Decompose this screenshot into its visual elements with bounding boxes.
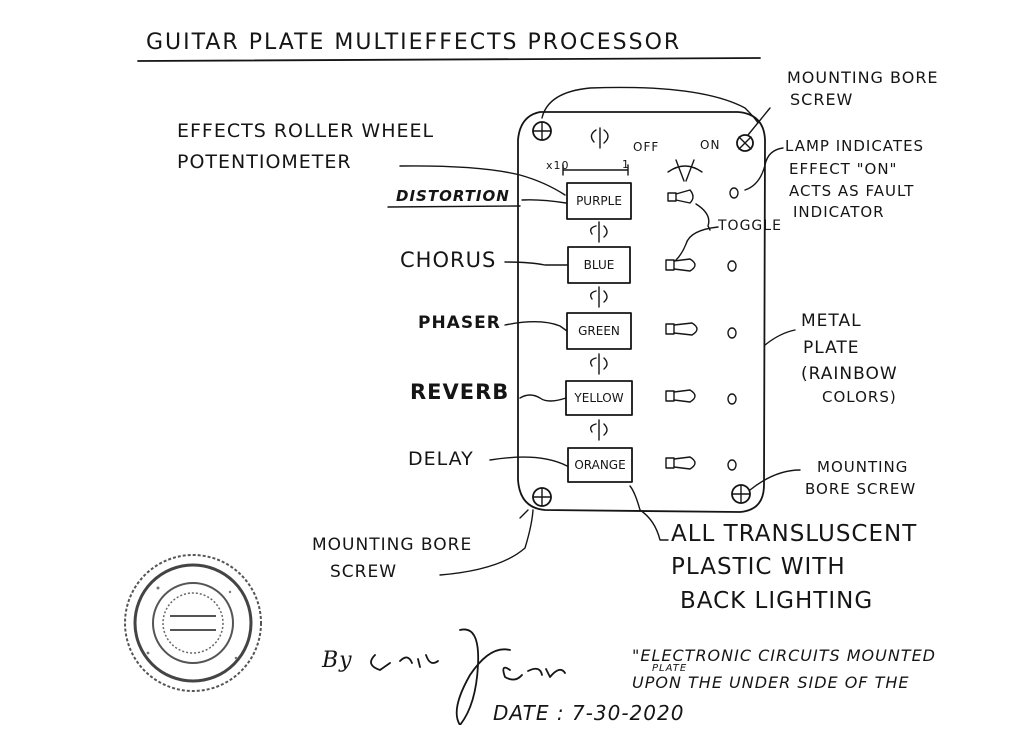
label-off: OFF [633,140,660,154]
leader-lamp [744,147,784,191]
effect-name-chorus: CHORUS [400,248,497,272]
toggle-switch [665,389,696,403]
scale-line [562,164,629,176]
rotation-symbol [589,221,608,243]
toggle-switch [665,258,696,272]
lamp-indicator [727,393,737,405]
screw-top-right [736,134,754,152]
label-translucent-line2: PLASTIC WITH [671,554,846,580]
leader-metal-plate [764,329,796,346]
toggle-switch [667,189,694,204]
label-roller-wheel-line2: POTENTIOMETER [177,151,352,173]
label-scale-right: 1 [622,158,630,171]
page-title: GUITAR PLATE MULTIEFFECTS PROCESSOR [146,30,682,55]
leader-reverb [519,394,567,402]
leader-mounting-bottom-left [439,509,534,576]
effect-name-distortion: DISTORTION [396,187,510,205]
effect-name-delay: DELAY [408,448,474,470]
label-circuits-plate: PLATE [652,663,688,674]
label-circuits-line1: "ELECTRONIC CIRCUITS MOUNTED [632,646,936,665]
label-metal-plate-line2: PLATE [803,338,860,358]
label-on: ON [700,138,721,152]
label-mounting-right-line2: BORE SCREW [805,480,917,498]
leader-bottom-screw-tick [519,509,529,519]
screw-bottom-right [731,484,751,504]
screw-top-left [532,121,552,141]
wheel-color-purple: PURPLE [576,194,622,208]
label-mounting-top-line1: MOUNTING BORE [787,68,939,87]
lamp-indicator [727,260,737,272]
leader-mounting-right [749,469,801,491]
signature-image [370,628,566,725]
label-scale-left: x10 [546,159,570,172]
label-by: By [322,648,353,673]
label-lamp-line1: LAMP INDICATES [785,137,925,155]
rotation-symbol [589,286,608,308]
label-translucent-line1: ALL TRANSLUSCENT [671,521,918,547]
label-lamp-line2: EFFECT "ON" [789,160,898,178]
lamp-indicator [729,187,739,199]
label-mounting-right-line1: MOUNTING [817,458,909,476]
label-metal-plate-line3: (RAINBOW [801,364,898,384]
label-roller-wheel-line1: EFFECTS ROLLER WHEEL [177,120,435,142]
leader-roller-wheel [399,165,566,196]
label-toggle: TOGGLE [718,218,782,234]
leader-delay [489,456,568,467]
label-date: DATE : 7-30-2020 [493,701,685,725]
wheel-color-yellow: YELLOW [574,391,624,405]
company-seal-stamp [124,554,262,692]
label-circuits-line2: UPON THE UNDER SIDE OF THE [632,673,910,692]
title-underline [137,57,761,62]
label-mounting-bottom-left-line2: SCREW [330,562,398,582]
label-lamp-line4: INDICATOR [793,203,885,221]
toggle-switch [665,322,698,336]
distortion-underline [387,205,521,208]
label-translucent-line3: BACK LIGHTING [680,588,874,614]
leader-mounting-top [541,86,771,136]
leader-phaser [504,321,568,332]
lamp-indicator [727,327,737,339]
rotation-symbol-top [590,127,609,149]
rotation-symbol [589,353,608,375]
toggle-switch [665,456,696,470]
effect-name-reverb: REVERB [410,380,510,404]
effect-wheel-orange [567,447,633,483]
leader-toggle [675,203,719,261]
label-mounting-top-line2: SCREW [790,90,854,109]
leader-chorus [504,261,569,266]
lamp-indicator [727,459,737,471]
effect-wheel-purple [566,182,632,220]
toggle-arc [667,159,703,182]
rotation-symbol [589,419,608,441]
label-lamp-line3: ACTS AS FAULT [789,182,915,200]
leader-distortion [521,199,567,204]
label-metal-plate-line1: METAL [801,311,862,331]
wheel-color-green: GREEN [578,324,620,338]
metal-plate-outline [517,111,766,513]
label-mounting-bottom-left-line1: MOUNTING BORE [312,535,473,555]
wheel-color-blue: BLUE [583,258,615,272]
wheel-color-orange: ORANGE [574,458,626,472]
screw-bottom-left [532,487,552,507]
leader-translucent [629,485,669,541]
label-metal-plate-line4: COLORS) [822,388,897,406]
effect-name-phaser: PHASER [418,313,501,333]
